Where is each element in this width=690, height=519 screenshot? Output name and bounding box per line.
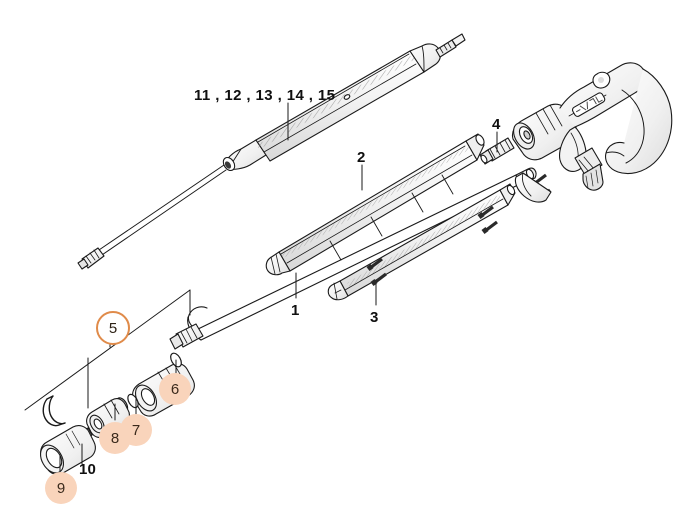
callout-marker-6[interactable]: 6 [159,373,191,405]
part-protective-cap [39,425,96,475]
callout-label-4: 4 [492,116,501,133]
part-spray-lance-long-tube [169,167,537,350]
callout-label-10: 10 [79,461,97,478]
callout-marker-9[interactable]: 9 [45,472,77,504]
callout-marker-8[interactable]: 8 [99,422,131,454]
callout-label-3: 3 [370,309,379,326]
callout-label-1: 1 [291,302,300,319]
part-lance-extension-tube [265,133,485,276]
callout-label-11-15: 11 , 12 , 13 , 14 , 15 [194,87,336,104]
callout-marker-5[interactable]: 5 [96,311,130,345]
part-lower-lance-tube [327,183,516,301]
part-spray-gun [511,62,673,203]
part-rotary-nozzle-lance-assembly [77,33,466,270]
part-wire-retaining-clip [42,395,66,427]
callout-label-2: 2 [357,149,366,166]
part-quick-connect-adapter [479,137,515,165]
leader-lines [24,102,498,474]
part-screws-pair [366,257,387,286]
